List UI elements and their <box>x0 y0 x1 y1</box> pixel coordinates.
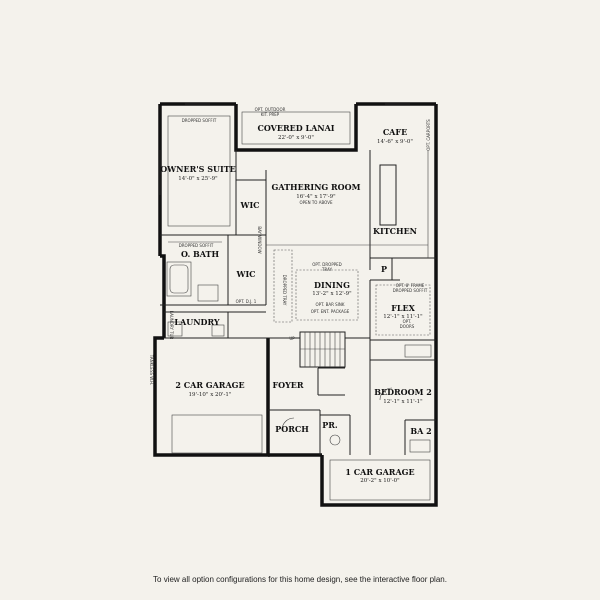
bedroom2-dims: 12'-1" x 11'-1" <box>383 399 422 405</box>
note-opt-doors-1: OPT. <box>403 319 412 324</box>
note-bay-window: BAY WINDOW <box>257 226 262 253</box>
note-dropped-tray-vertical: DROPPED TRAY <box>282 275 287 306</box>
garage-2car-label: 2 CAR GARAGE <box>175 380 244 390</box>
note-dropped-tray-1: OPT. DROPPED <box>312 262 342 267</box>
dining-dims: 13'-2" x 12'-9" <box>312 291 351 297</box>
powder-label: PR. <box>322 420 338 430</box>
covered-lanai-label: COVERED LANAI <box>257 123 334 133</box>
garage-1car-label: 1 CAR GARAGE <box>345 467 414 477</box>
flex-dims: 12'-1" x 11'-1" <box>383 314 422 320</box>
note-stair-up: UP <box>289 336 295 341</box>
note-opt-dj: OPT. D.J. 1 <box>236 299 257 304</box>
owners-suite-dims: 14'-0" x 25'-9" <box>178 176 217 182</box>
owners-suite-label: OWNER'S SUITE <box>160 164 236 174</box>
note-dropped-tray-2: TRAY <box>321 267 332 272</box>
gathering-room-label: GATHERING ROOM <box>272 182 361 192</box>
option-notes: DROPPED SOFFIT OPT. OUTDOOR KIT. PREP OP… <box>149 107 431 385</box>
wic-lower-label: WIC <box>235 269 255 279</box>
note-laundry-tub: LAUNDRY TUB <box>169 311 174 340</box>
note-outdoor-kitchen-2: KIT. PREP <box>261 112 280 117</box>
o-bath-label: O. BATH <box>181 249 220 259</box>
foyer-label: FOYER <box>272 380 303 390</box>
exterior-walls <box>153 102 438 507</box>
cafe-dims: 14'-6" x 9'-0" <box>377 139 413 145</box>
porch-label: PORCH <box>275 424 309 434</box>
garage-2car-dims: 19'-10" x 20'-1" <box>189 392 232 398</box>
note-opt-ent-package: OPT. ENT. PACKAGE <box>311 309 350 314</box>
dining-label: DINING <box>314 280 350 290</box>
bedroom2-label: BEDROOM 2 <box>374 387 432 397</box>
covered-lanai-dims: 22'-0" x 9'-0" <box>278 135 314 141</box>
cafe-label: CAFE <box>383 127 407 137</box>
note-opt-frame-1: OPT. 8' FRAME <box>396 283 425 288</box>
footer-note: To view all option configurations for th… <box>153 575 447 584</box>
note-opt-frame-2: DROPPED SOFFIT <box>393 288 428 293</box>
gathering-room-dims: 16'-4" x 17'-9" <box>296 194 335 200</box>
staircase <box>299 331 346 368</box>
note-outdoor-kitchen-1: OPT. OUTDOOR <box>255 107 286 112</box>
ba2-label: BA 2 <box>410 426 431 436</box>
interior-walls <box>160 150 436 455</box>
note-tankless: TANKLESS W.H. <box>149 354 154 386</box>
note-dropped-soffit-bath: DROPPED SOFFIT <box>179 243 214 248</box>
flex-label: FLEX <box>391 303 415 313</box>
note-opt-doors-2: DOORS <box>400 324 415 329</box>
gathering-room-note: OPEN TO ABOVE <box>300 200 333 205</box>
note-dropped-soffit-top: DROPPED SOFFIT <box>182 118 217 123</box>
wic-upper-label: WIC <box>239 200 259 210</box>
pantry-label: P <box>381 264 387 274</box>
note-opt-bar-sink: OPT. BAR SINK <box>316 302 345 307</box>
kitchen-label: KITCHEN <box>373 226 417 236</box>
laundry-label: LAUNDRY <box>174 317 219 327</box>
garage-1car-dims: 20'-2" x 10'-0" <box>360 478 399 484</box>
room-labels: OWNER'S SUITE 14'-0" x 25'-9" COVERED LA… <box>160 123 432 484</box>
note-opt-carports: OPT. CARPORTS <box>426 119 431 151</box>
detail-lines <box>159 103 437 501</box>
